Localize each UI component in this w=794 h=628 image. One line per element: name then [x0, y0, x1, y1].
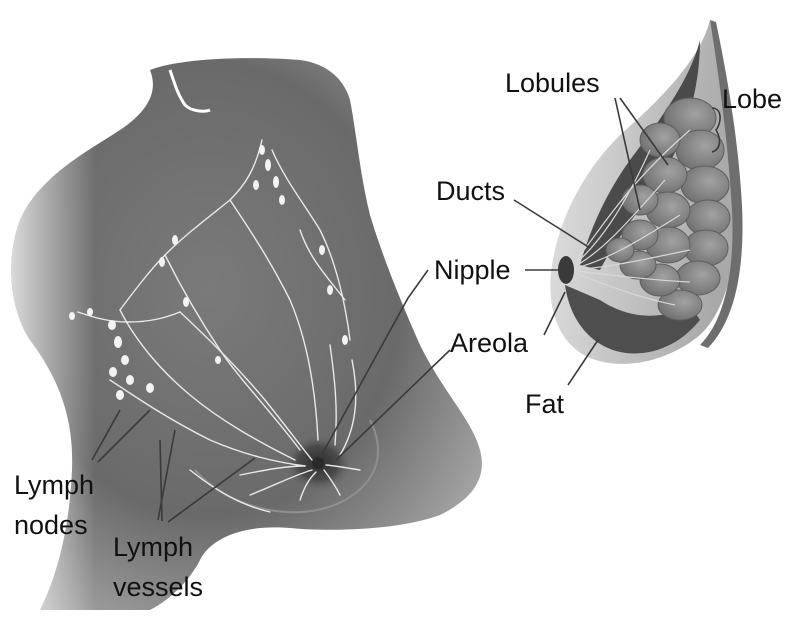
label-lymph-nodes-line1: Lymph: [14, 470, 94, 500]
nipple-dot: [312, 457, 324, 469]
label-fat: Fat: [525, 389, 565, 419]
label-lobe: Lobe: [722, 84, 782, 114]
label-lymph-vessels-line2: vessels: [113, 572, 203, 602]
label-ducts: Ducts: [436, 176, 505, 206]
label-areola: Areola: [450, 328, 529, 358]
label-lobules: Lobules: [505, 68, 600, 98]
label-lymph-nodes-line2: nodes: [14, 510, 88, 540]
label-nipple: Nipple: [434, 255, 511, 285]
label-lymph-vessels-line1: Lymph: [113, 532, 193, 562]
